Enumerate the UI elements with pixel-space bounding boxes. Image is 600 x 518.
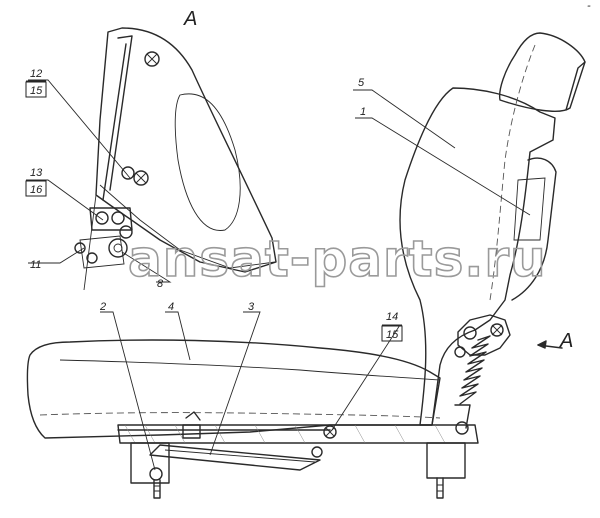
view-label-a-arrow: A <box>559 330 573 352</box>
seat-cushion <box>26 339 441 439</box>
callout-5: 5 <box>358 77 365 89</box>
recliner-mechanism <box>454 314 511 435</box>
mounting-studs <box>130 442 466 499</box>
view-a-arrow <box>537 340 563 349</box>
callout-13: 13 <box>30 167 43 179</box>
callout-16: 16 <box>30 184 43 196</box>
callout-12: 12 <box>30 68 42 80</box>
seat-back <box>399 44 557 426</box>
callout-15-top: 15 <box>30 85 43 97</box>
view-label-a: A <box>183 8 197 30</box>
callout-8: 8 <box>157 278 164 290</box>
callout-2: 2 <box>99 301 106 313</box>
callout-1: 1 <box>360 106 366 118</box>
view-a-detail <box>74 27 277 291</box>
callout-11: 11 <box>30 259 41 271</box>
callout-14: 14 <box>386 311 398 323</box>
slide-rails <box>117 411 479 471</box>
corner-mark: - <box>587 0 591 12</box>
callout-labels: 12 15 13 16 11 8 2 4 3 5 1 14 15 <box>25 68 403 342</box>
watermark-text: ansat-parts.ru <box>128 230 547 288</box>
callout-3: 3 <box>248 301 255 313</box>
callout-4: 4 <box>168 301 174 313</box>
callout-15-bottom: 15 <box>386 329 399 341</box>
headrest <box>498 32 586 112</box>
